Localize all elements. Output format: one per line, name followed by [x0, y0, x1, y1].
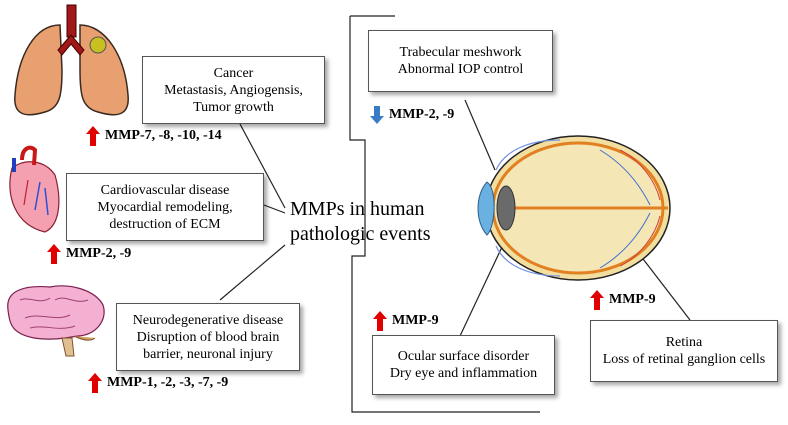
neuro-mmp-label: MMP-1, -2, -3, -7, -9	[88, 373, 228, 393]
cancer-mmp-text: MMP-7, -8, -10, -14	[105, 128, 222, 143]
trabecular-mmp-text: MMP-2, -9	[389, 107, 455, 122]
neuro-line2: Disruption of blood brain	[136, 329, 280, 345]
cancer-line1: Cancer	[213, 65, 254, 81]
trabecular-mmp-label: MMP-2, -9	[370, 106, 454, 124]
ocular-line2: Dry eye and inflammation	[389, 366, 538, 381]
up-arrow-icon	[86, 126, 100, 146]
ocular-box: Ocular surface disorder Dry eye and infl…	[372, 335, 555, 395]
cardio-line3: destruction of ECM	[109, 216, 221, 232]
trabecular-box: Trabecular meshwork Abnormal IOP control	[368, 30, 553, 92]
center-title: MMPs in human pathologic events	[290, 197, 431, 247]
neuro-mmp-text: MMP-1, -2, -3, -7, -9	[107, 375, 229, 390]
retina-line1: Retina	[665, 335, 703, 350]
cardio-mmp-text: MMP-2, -9	[66, 246, 132, 261]
neuro-line3: barrier, neuronal injury	[143, 346, 273, 362]
cancer-box: Cancer Metastasis, Angiogensis, Tumor gr…	[142, 56, 325, 124]
cancer-mmp-label: MMP-7, -8, -10, -14	[86, 126, 222, 146]
retina-box: Retina Loss of retinal ganglion cells	[590, 320, 778, 382]
center-title-line2: pathologic events	[290, 223, 431, 245]
up-arrow-icon	[88, 373, 102, 393]
cancer-line2: Metastasis, Angiogensis,	[164, 82, 303, 98]
ocular-mmp-label: MMP-9	[373, 311, 439, 331]
cardio-line1: Cardiovascular disease	[100, 182, 230, 198]
ocular-line1: Ocular surface disorder	[397, 349, 530, 364]
retina-mmp-text: MMP-9	[609, 292, 656, 307]
cardio-line2: Myocardial remodeling,	[97, 199, 233, 215]
neuro-box: Neurodegenerative disease Disruption of …	[116, 303, 300, 371]
neuro-line1: Neurodegenerative disease	[132, 312, 284, 328]
retina-mmp-label: MMP-9	[590, 290, 656, 310]
trabecular-line1: Trabecular meshwork	[399, 45, 522, 60]
cancer-line3: Tumor growth	[193, 99, 274, 115]
up-arrow-icon	[590, 290, 604, 310]
trabecular-line2: Abnormal IOP control	[397, 62, 524, 77]
cardio-mmp-label: MMP-2, -9	[47, 244, 131, 264]
up-arrow-icon	[373, 311, 387, 331]
center-title-line1: MMPs in human	[290, 198, 425, 220]
retina-line2: Loss of retinal ganglion cells	[602, 352, 766, 367]
ocular-mmp-text: MMP-9	[392, 313, 439, 328]
up-arrow-icon	[47, 244, 61, 264]
down-arrow-icon	[370, 106, 384, 124]
cardio-box: Cardiovascular disease Myocardial remode…	[66, 173, 264, 241]
